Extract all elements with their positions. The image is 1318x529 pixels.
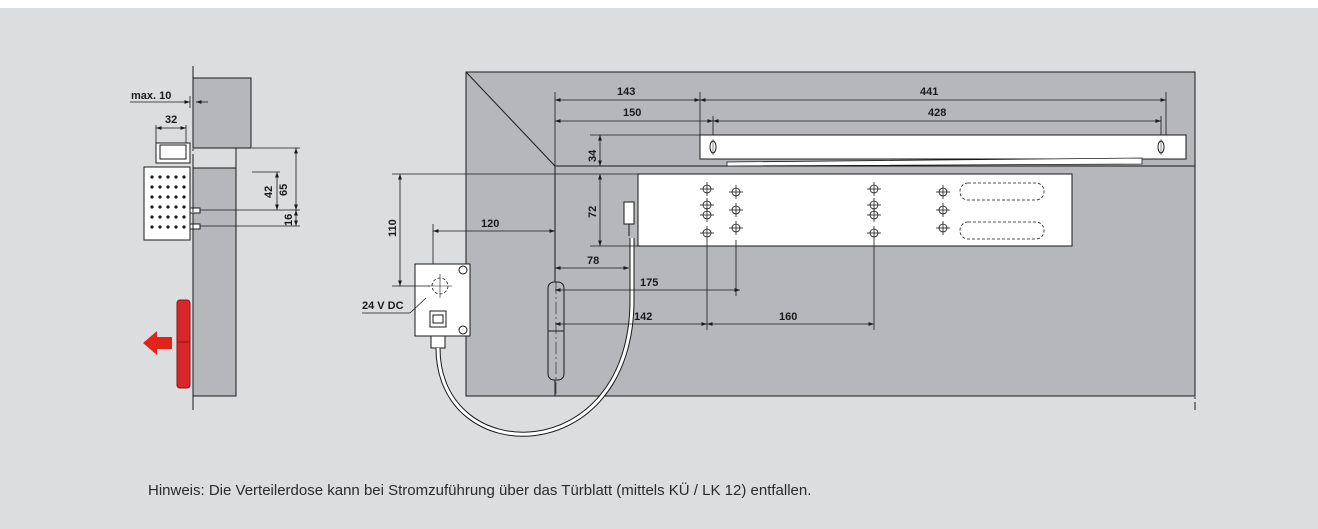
- dim-16: 16: [283, 214, 295, 226]
- door-hinge-red: [176, 299, 191, 389]
- dim-441: 441: [920, 86, 938, 98]
- installation-note: Hinweis: Die Verteilerdose kann bei Stro…: [148, 482, 812, 499]
- frame-profile: [192, 77, 252, 149]
- dim-175: 175: [640, 277, 658, 289]
- voltage-label: 24 V DC: [362, 300, 404, 312]
- dim-78: 78: [587, 255, 599, 267]
- door-closer-body: [637, 173, 1073, 247]
- dim-34: 34: [587, 149, 599, 162]
- door-leaf-section: [192, 167, 237, 397]
- dim-max-10: max. 10: [131, 90, 171, 102]
- opening-direction-arrow-icon: [143, 331, 172, 355]
- front-view: [414, 71, 1196, 437]
- dim-142: 142: [634, 311, 652, 323]
- dim-110: 110: [387, 219, 399, 237]
- cable-connector: [623, 201, 635, 225]
- slide-rail: [699, 134, 1187, 160]
- dim-120: 120: [481, 218, 499, 230]
- dim-428: 428: [928, 107, 946, 119]
- dim-65: 65: [278, 184, 290, 196]
- dim-72: 72: [587, 206, 599, 218]
- side-view: [130, 66, 300, 410]
- dim-32: 32: [165, 114, 177, 126]
- dim-42: 42: [263, 186, 275, 198]
- dim-150: 150: [623, 107, 641, 119]
- dim-160: 160: [779, 311, 797, 323]
- dim-143: 143: [617, 86, 635, 98]
